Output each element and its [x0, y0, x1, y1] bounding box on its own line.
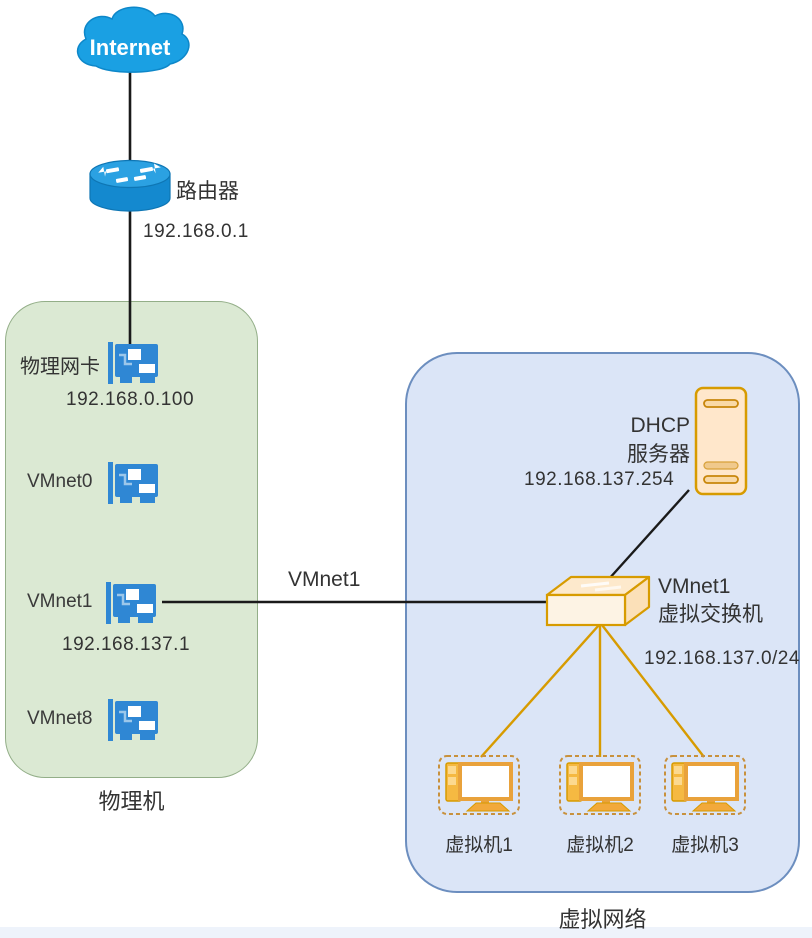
- vmnet0-label: VMnet0: [27, 471, 93, 492]
- virtual-network-caption: 虚拟网络: [558, 907, 647, 932]
- vm2-label: 虚拟机2: [566, 835, 634, 856]
- vm1-label: 虚拟机1: [445, 835, 513, 856]
- dhcp-label-line2: 服务器: [627, 443, 690, 466]
- internet-cloud-icon: Internet: [76, 6, 190, 73]
- dhcp-label-line1: DHCP: [630, 414, 690, 437]
- switch-label-line2: 虚拟交换机: [658, 603, 763, 626]
- vmnet1-host-icon: [106, 582, 156, 624]
- physical-machine-caption: 物理机: [98, 789, 165, 814]
- uplink-label: VMnet1: [288, 568, 361, 591]
- physical-nic-label: 物理网卡: [20, 356, 100, 378]
- vm1-icon: [438, 755, 520, 815]
- vmnet8-label: VMnet8: [27, 708, 93, 729]
- dhcp-server-label: DHCP 服务器: [572, 411, 690, 469]
- dhcp-server-ip: 192.168.137.254: [524, 469, 675, 490]
- vmnet1-host-ip: 192.168.137.1: [62, 634, 191, 655]
- router-icon: [89, 159, 171, 212]
- vm3-label: 虚拟机3: [671, 835, 739, 856]
- vmnet1-host-label: VMnet1: [27, 591, 93, 612]
- virtual-switch-icon: [545, 575, 651, 627]
- dhcp-server-icon: [694, 386, 748, 496]
- switch-label-line1: VMnet1: [658, 575, 731, 598]
- router-ip: 192.168.0.1: [143, 221, 249, 242]
- vm2-icon: [559, 755, 641, 815]
- physical-nic-ip: 192.168.0.100: [66, 389, 195, 410]
- physical-nic-icon: [108, 342, 158, 384]
- vmnet8-icon: [108, 699, 158, 741]
- vm3-icon: [664, 755, 746, 815]
- router-label: 路由器: [176, 180, 239, 203]
- vmnet0-icon: [108, 462, 158, 504]
- bottom-strip: [0, 927, 812, 938]
- internet-label: Internet: [90, 35, 171, 60]
- virtual-switch-subnet: 192.168.137.0/24: [644, 648, 800, 669]
- virtual-switch-label: VMnet1 虚拟交换机: [658, 573, 763, 629]
